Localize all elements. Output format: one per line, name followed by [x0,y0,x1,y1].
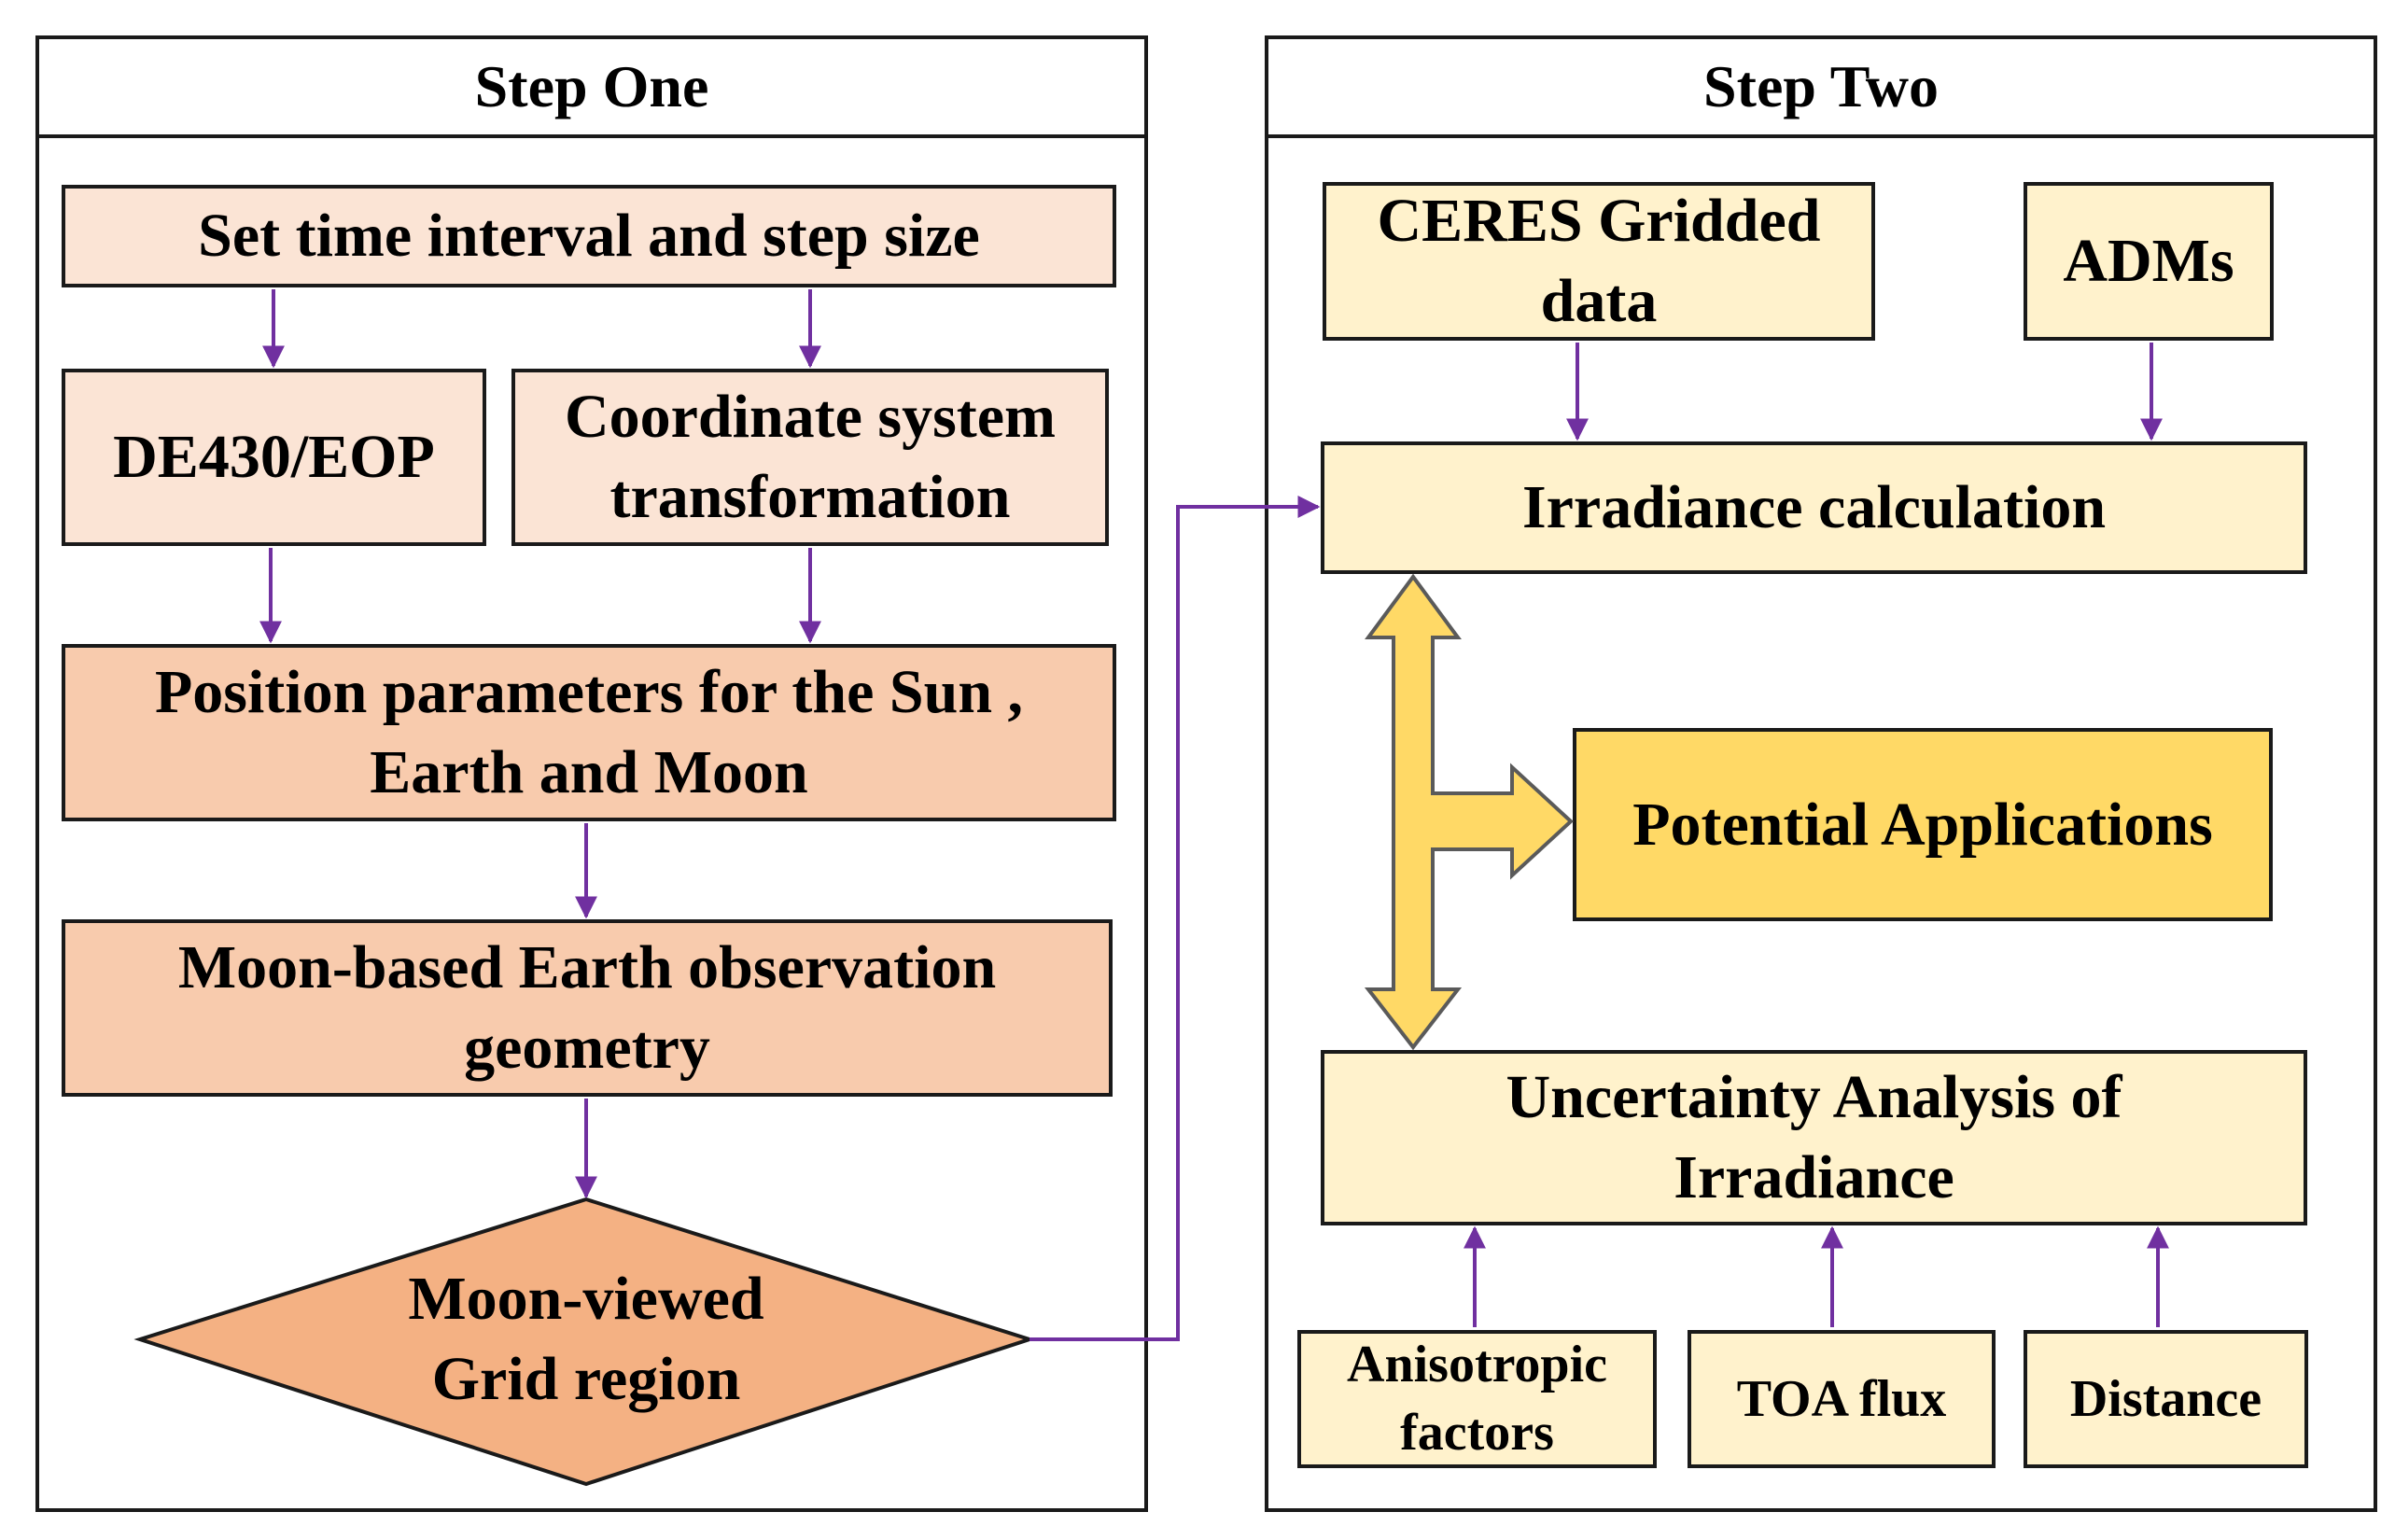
position-line-2: Earth and Moon [370,738,808,806]
position-parameters-box: Position parameters for the Sun , Earth … [62,644,1116,821]
anisotropic-factors-box: Anisotropic factors [1297,1330,1657,1468]
de430-eop-label: DE430/EOP [113,423,435,492]
anisotropic-line-2: factors [1400,1404,1554,1462]
observation-geometry-box: Moon-based Earth observation geometry [62,919,1113,1097]
anisotropic-line-1: Anisotropic [1347,1336,1607,1394]
distance-box: Distance [2024,1330,2308,1468]
adms-label: ADMs [2063,227,2234,296]
uncertainty-line-1: Uncertainty Analysis of [1506,1063,2122,1132]
grid-region-line-2: Grid region [431,1345,741,1413]
coordinate-transformation-box: Coordinate system transformation [511,369,1109,546]
time-interval-box: Set time interval and step size [62,185,1116,287]
ceres-line-1: CERES Gridded [1377,187,1821,256]
uncertainty-line-2: Irradiance [1674,1143,1954,1211]
irradiance-calculation-box: Irradiance calculation [1321,441,2307,574]
step-one-title: Step One [39,39,1144,138]
ceres-line-2: data [1540,267,1658,335]
time-interval-label: Set time interval and step size [198,202,980,271]
step-two-title: Step Two [1268,39,2374,138]
distance-label: Distance [2069,1369,2262,1428]
geometry-line-1: Moon-based Earth observation [177,933,997,1002]
potential-applications-label: Potential Applications [1632,790,2213,859]
potential-applications-box: Potential Applications [1573,728,2273,921]
grid-region-diamond [133,1197,1036,1487]
irradiance-calculation-label: Irradiance calculation [1521,473,2107,542]
ceres-gridded-data-box: CERES Gridded data [1323,182,1875,341]
adms-box: ADMs [2024,182,2274,341]
grid-region-label: Moon-viewed Grid region [308,1255,864,1423]
toa-flux-label: TOA flux [1736,1369,1947,1428]
coordinate-line-2: transformation [609,463,1011,531]
bidirectional-block-arrow [1364,573,1574,1051]
position-line-1: Position parameters for the Sun , [154,658,1024,727]
grid-region-line-1: Moon-viewed [408,1265,764,1334]
uncertainty-analysis-box: Uncertainty Analysis of Irradiance [1321,1050,2307,1225]
geometry-line-2: geometry [464,1014,710,1082]
arrow-diamond-to-irradiance [1029,496,1321,1341]
toa-flux-box: TOA flux [1688,1330,1996,1468]
coordinate-line-1: Coordinate system [564,383,1057,452]
de430-eop-box: DE430/EOP [62,369,486,546]
